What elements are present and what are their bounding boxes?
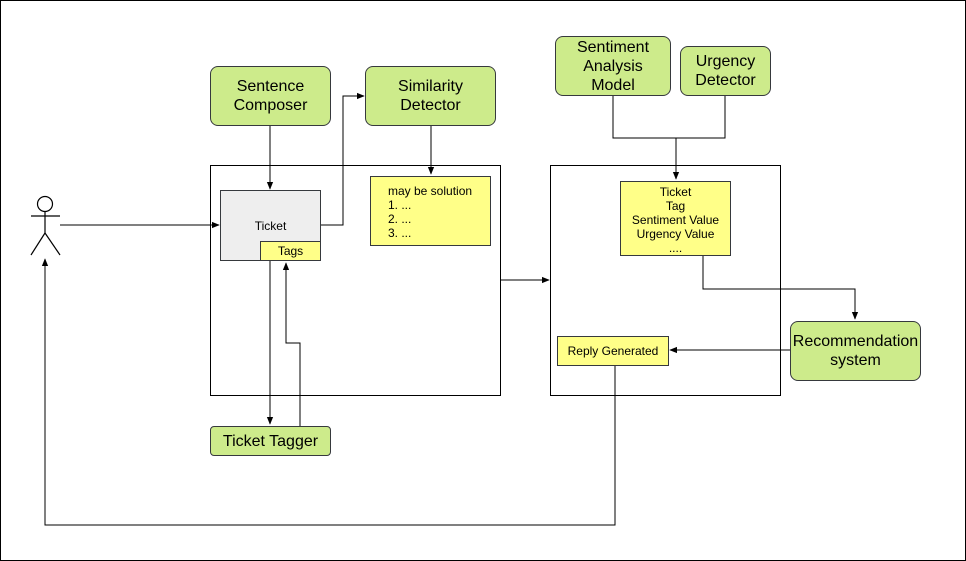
edge-info-to-recommendation — [702, 256, 859, 320]
reply-generated-label: Reply Generated — [567, 344, 659, 358]
ticket-info-line: Sentiment Value — [631, 213, 720, 227]
edge-reply-to-user — [41, 258, 616, 526]
ticket-info-line: Urgency Value — [636, 227, 715, 241]
ticket-info-line: Tag — [665, 199, 686, 213]
solution-note-title: may be solution — [388, 184, 473, 198]
ticket-info-line: .... — [668, 241, 683, 255]
ticket-tagger-node[interactable]: Ticket Tagger — [210, 426, 331, 456]
ticket-info-card: Ticket Tag Sentiment Value Urgency Value… — [620, 181, 731, 256]
tags-field[interactable]: Tags — [260, 241, 321, 261]
reply-generated-box[interactable]: Reply Generated — [557, 336, 669, 366]
solution-item: 1. ... — [388, 198, 412, 212]
sentence-composer-node[interactable]: Sentence Composer — [210, 66, 331, 126]
solution-item: 2. ... — [388, 212, 412, 226]
ticket-processing-container — [210, 165, 501, 396]
user-actor-icon — [30, 195, 61, 256]
analysis-container — [550, 165, 781, 396]
ticket-info-line: Ticket — [659, 185, 692, 199]
ticket-label: Ticket — [254, 218, 287, 233]
edge-ticket-to-similarity — [321, 92, 365, 226]
solution-item: 3. ... — [388, 226, 412, 240]
similarity-detector-node[interactable]: Similarity Detector — [365, 66, 496, 126]
sentiment-analysis-model-node[interactable]: Sentiment Analysis Model — [555, 36, 671, 96]
tags-label: Tags — [277, 244, 304, 258]
recommendation-system-node[interactable]: Recommendation system — [790, 321, 921, 381]
solution-note: may be solution 1. ... 2. ... 3. ... — [370, 176, 491, 246]
edge-models-to-info — [612, 96, 726, 179]
edge-tagger-to-tags — [282, 262, 301, 426]
urgency-detector-node[interactable]: Urgency Detector — [680, 46, 771, 96]
